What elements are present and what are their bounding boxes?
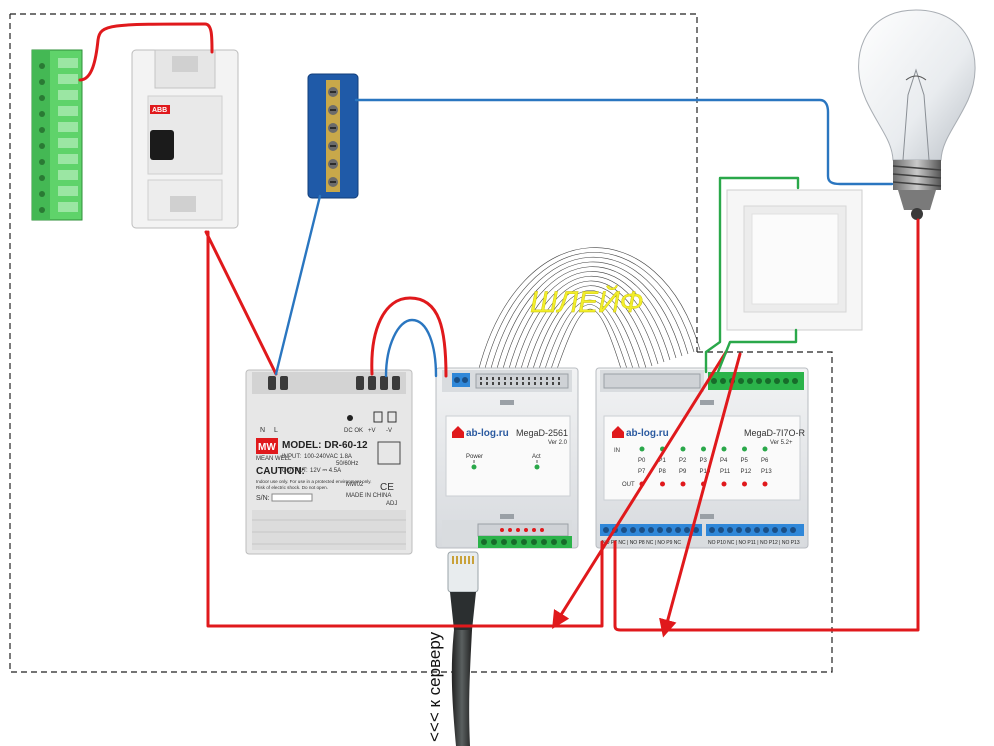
out-label-p9: P9 [679, 469, 687, 475]
circuit-breaker: ABB [131, 49, 239, 229]
megad-2561-led-power [471, 464, 477, 470]
phase-wires [78, 22, 920, 632]
in-label-p2: P2 [679, 458, 687, 464]
breaker-brand: ABB [152, 107, 167, 114]
megad-7i7o-model: MegaD-7I7O-R [744, 428, 806, 438]
megad-2561-led-power-label: Power [466, 454, 483, 460]
megad-2561-logo: ab-log.ru [466, 428, 509, 439]
megad-7i7o-out-label: OUT [622, 482, 635, 488]
out-label-p8: P8 [659, 469, 667, 475]
wall-switch [726, 189, 863, 331]
psu-brand-logo: MW [258, 442, 276, 453]
out-label-p10: P10 [700, 469, 711, 475]
psu-output-label: OUTPUT: [282, 468, 308, 474]
psu-dc-ok: DC OK [344, 428, 363, 434]
psu-ce-mark: CE [380, 482, 394, 493]
psu-input-freq: 50/60Hz [336, 461, 358, 467]
psu-caution-title: CAUTION: [256, 466, 305, 477]
power-supply: N L DC OK +V -V MW MEAN WELL MODEL: DR-6… [245, 369, 413, 555]
out-label-p11: P11 [720, 469, 731, 475]
megad-7i7o-terminals-right: NO P10 NC | NO P11 | NO P12 | NO P13 [708, 540, 800, 546]
megad-2561-model: MegaD-2561 [516, 428, 568, 438]
out-led-p12 [742, 481, 747, 487]
green-terminal-block [31, 49, 83, 221]
megad-7i7o-module: ab-log.ru MegaD-7I7O-R Ver 5.2+ IN OUT P… [595, 367, 809, 549]
psu-term-plus: +V [368, 428, 376, 434]
megad-7i7o-terminals-left: NO P7 NC | NO P8 NC | NO P9 NC [602, 540, 681, 546]
megad-2561-module: ab-log.ru MegaD-2561 Ver 2.0 Power Act [435, 367, 579, 549]
ethernet-cable [447, 551, 479, 746]
psu-term-minus: -V [386, 428, 392, 434]
out-label-p7: P7 [638, 469, 646, 475]
out-led-p9 [680, 481, 686, 487]
psu-caution-line1: Indoor use only. For use in a protected … [256, 479, 372, 484]
megad-2561-led-act-label: Act [532, 454, 541, 460]
neutral-bus-bar [307, 73, 359, 199]
megad-7i7o-in-label: IN [614, 448, 620, 454]
out-led-p13 [762, 481, 768, 487]
in-label-p4: P4 [720, 458, 728, 464]
psu-adj: ADJ [386, 501, 397, 507]
out-label-p12: P12 [741, 469, 752, 475]
switch-arrow-wires [552, 350, 742, 638]
in-led-p5 [742, 446, 747, 452]
in-led-p0 [639, 446, 645, 452]
to-server-label: <<< к серверу [425, 631, 444, 742]
in-label-p1: P1 [659, 458, 667, 464]
in-label-p5: P5 [741, 458, 749, 464]
ribbon-cable [477, 247, 701, 373]
out-led-p11 [721, 481, 727, 487]
out-led-p8 [660, 481, 665, 487]
in-led-p6 [762, 446, 768, 452]
in-led-p4 [721, 446, 727, 452]
light-bulb [858, 9, 976, 220]
ribbon-cable-label: ШЛЕЙФ [530, 285, 644, 319]
psu-model: MODEL: DR-60-12 [282, 440, 368, 451]
switch-wires [704, 176, 800, 374]
megad-2561-version: Ver 2.0 [548, 440, 568, 446]
in-label-p3: P3 [700, 458, 708, 464]
psu-model-code: MW02 [346, 482, 364, 488]
psu-term-n: N [260, 427, 265, 434]
in-label-p0: P0 [638, 458, 646, 464]
psu-made-in: MADE IN CHINA [346, 493, 391, 499]
psu-input-label: INPUT: [282, 454, 301, 460]
psu-serial-label: S/N: [256, 495, 270, 502]
neutral-wires [274, 98, 894, 378]
psu-output-value: 12V ⎓ 4.5A [310, 468, 341, 474]
out-label-p13: P13 [761, 469, 772, 475]
psu-term-l: L [274, 427, 278, 434]
psu-input-value: 100-240VAC 1.8A [304, 454, 352, 460]
psu-brand-name: MEAN WELL [256, 456, 292, 462]
enclosure-outline-left [10, 13, 698, 352]
megad-7i7o-logo: ab-log.ru [626, 428, 669, 439]
enclosure-outline-right [9, 14, 833, 673]
in-label-p6: P6 [761, 458, 769, 464]
megad-7i7o-version: Ver 5.2+ [770, 440, 793, 446]
in-led-p2 [680, 446, 686, 452]
megad-2561-led-act [534, 464, 540, 470]
psu-caution-line2: Risk of electric shock. Do not open. [256, 485, 328, 490]
in-led-p3 [701, 446, 706, 452]
